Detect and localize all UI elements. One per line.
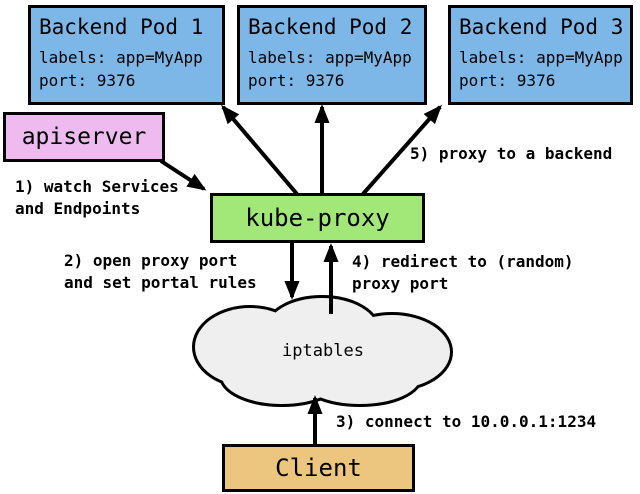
kube-proxy-node: kube-proxy (210, 193, 425, 243)
iptables-label: iptables (282, 341, 364, 361)
arrow-kubeproxy-to-pod1 (221, 104, 299, 196)
annotation-line: and Endpoints (15, 199, 141, 218)
arrow-kubeproxy-to-pod3 (361, 104, 442, 196)
annotation-line: 2) open proxy port (64, 251, 238, 270)
backend-pod-3: Backend Pod 3 labels: app=MyApp port: 93… (448, 5, 633, 105)
pod-port: port: 9376 (459, 71, 556, 90)
annotation-step1: 1) watch Services and Endpoints (15, 176, 179, 220)
annotation-step2: 2) open proxy port and set portal rules (64, 250, 257, 294)
pod-port: port: 9376 (248, 71, 345, 90)
annotation-line: 1) watch Services (15, 177, 179, 196)
pod-labels: labels: app=MyApp (248, 48, 412, 67)
arrow-apiserver-to-kubeproxy (159, 159, 207, 191)
annotation-line: 5) proxy to a backend (410, 144, 613, 163)
pod-title: Backend Pod 3 (459, 15, 624, 39)
annotation-line: proxy port (352, 274, 449, 293)
client-node: Client (222, 444, 415, 492)
annotation-line: and set portal rules (64, 273, 257, 292)
annotation-step5: 5) proxy to a backend (410, 143, 612, 165)
apiserver-label: apiserver (21, 124, 147, 150)
pod-title: Backend Pod 2 (248, 15, 413, 39)
pod-title: Backend Pod 1 (39, 15, 204, 39)
backend-pod-1: Backend Pod 1 labels: app=MyApp port: 93… (28, 5, 225, 105)
pod-labels: labels: app=MyApp (39, 48, 203, 67)
annotation-step4: 4) redirect to (random) proxy port (352, 251, 574, 295)
backend-pod-2: Backend Pod 2 labels: app=MyApp port: 93… (237, 5, 427, 105)
annotation-line: 3) connect to 10.0.0.1:1234 (336, 412, 597, 431)
client-label: Client (275, 454, 362, 482)
iptables-cloud (192, 295, 453, 407)
pod-port: port: 9376 (39, 71, 136, 90)
kube-proxy-label: kube-proxy (245, 204, 390, 232)
pod-labels: labels: app=MyApp (459, 48, 623, 67)
apiserver-node: apiserver (3, 112, 165, 162)
annotation-step3: 3) connect to 10.0.0.1:1234 (336, 411, 596, 433)
annotation-line: 4) redirect to (random) (352, 252, 574, 271)
